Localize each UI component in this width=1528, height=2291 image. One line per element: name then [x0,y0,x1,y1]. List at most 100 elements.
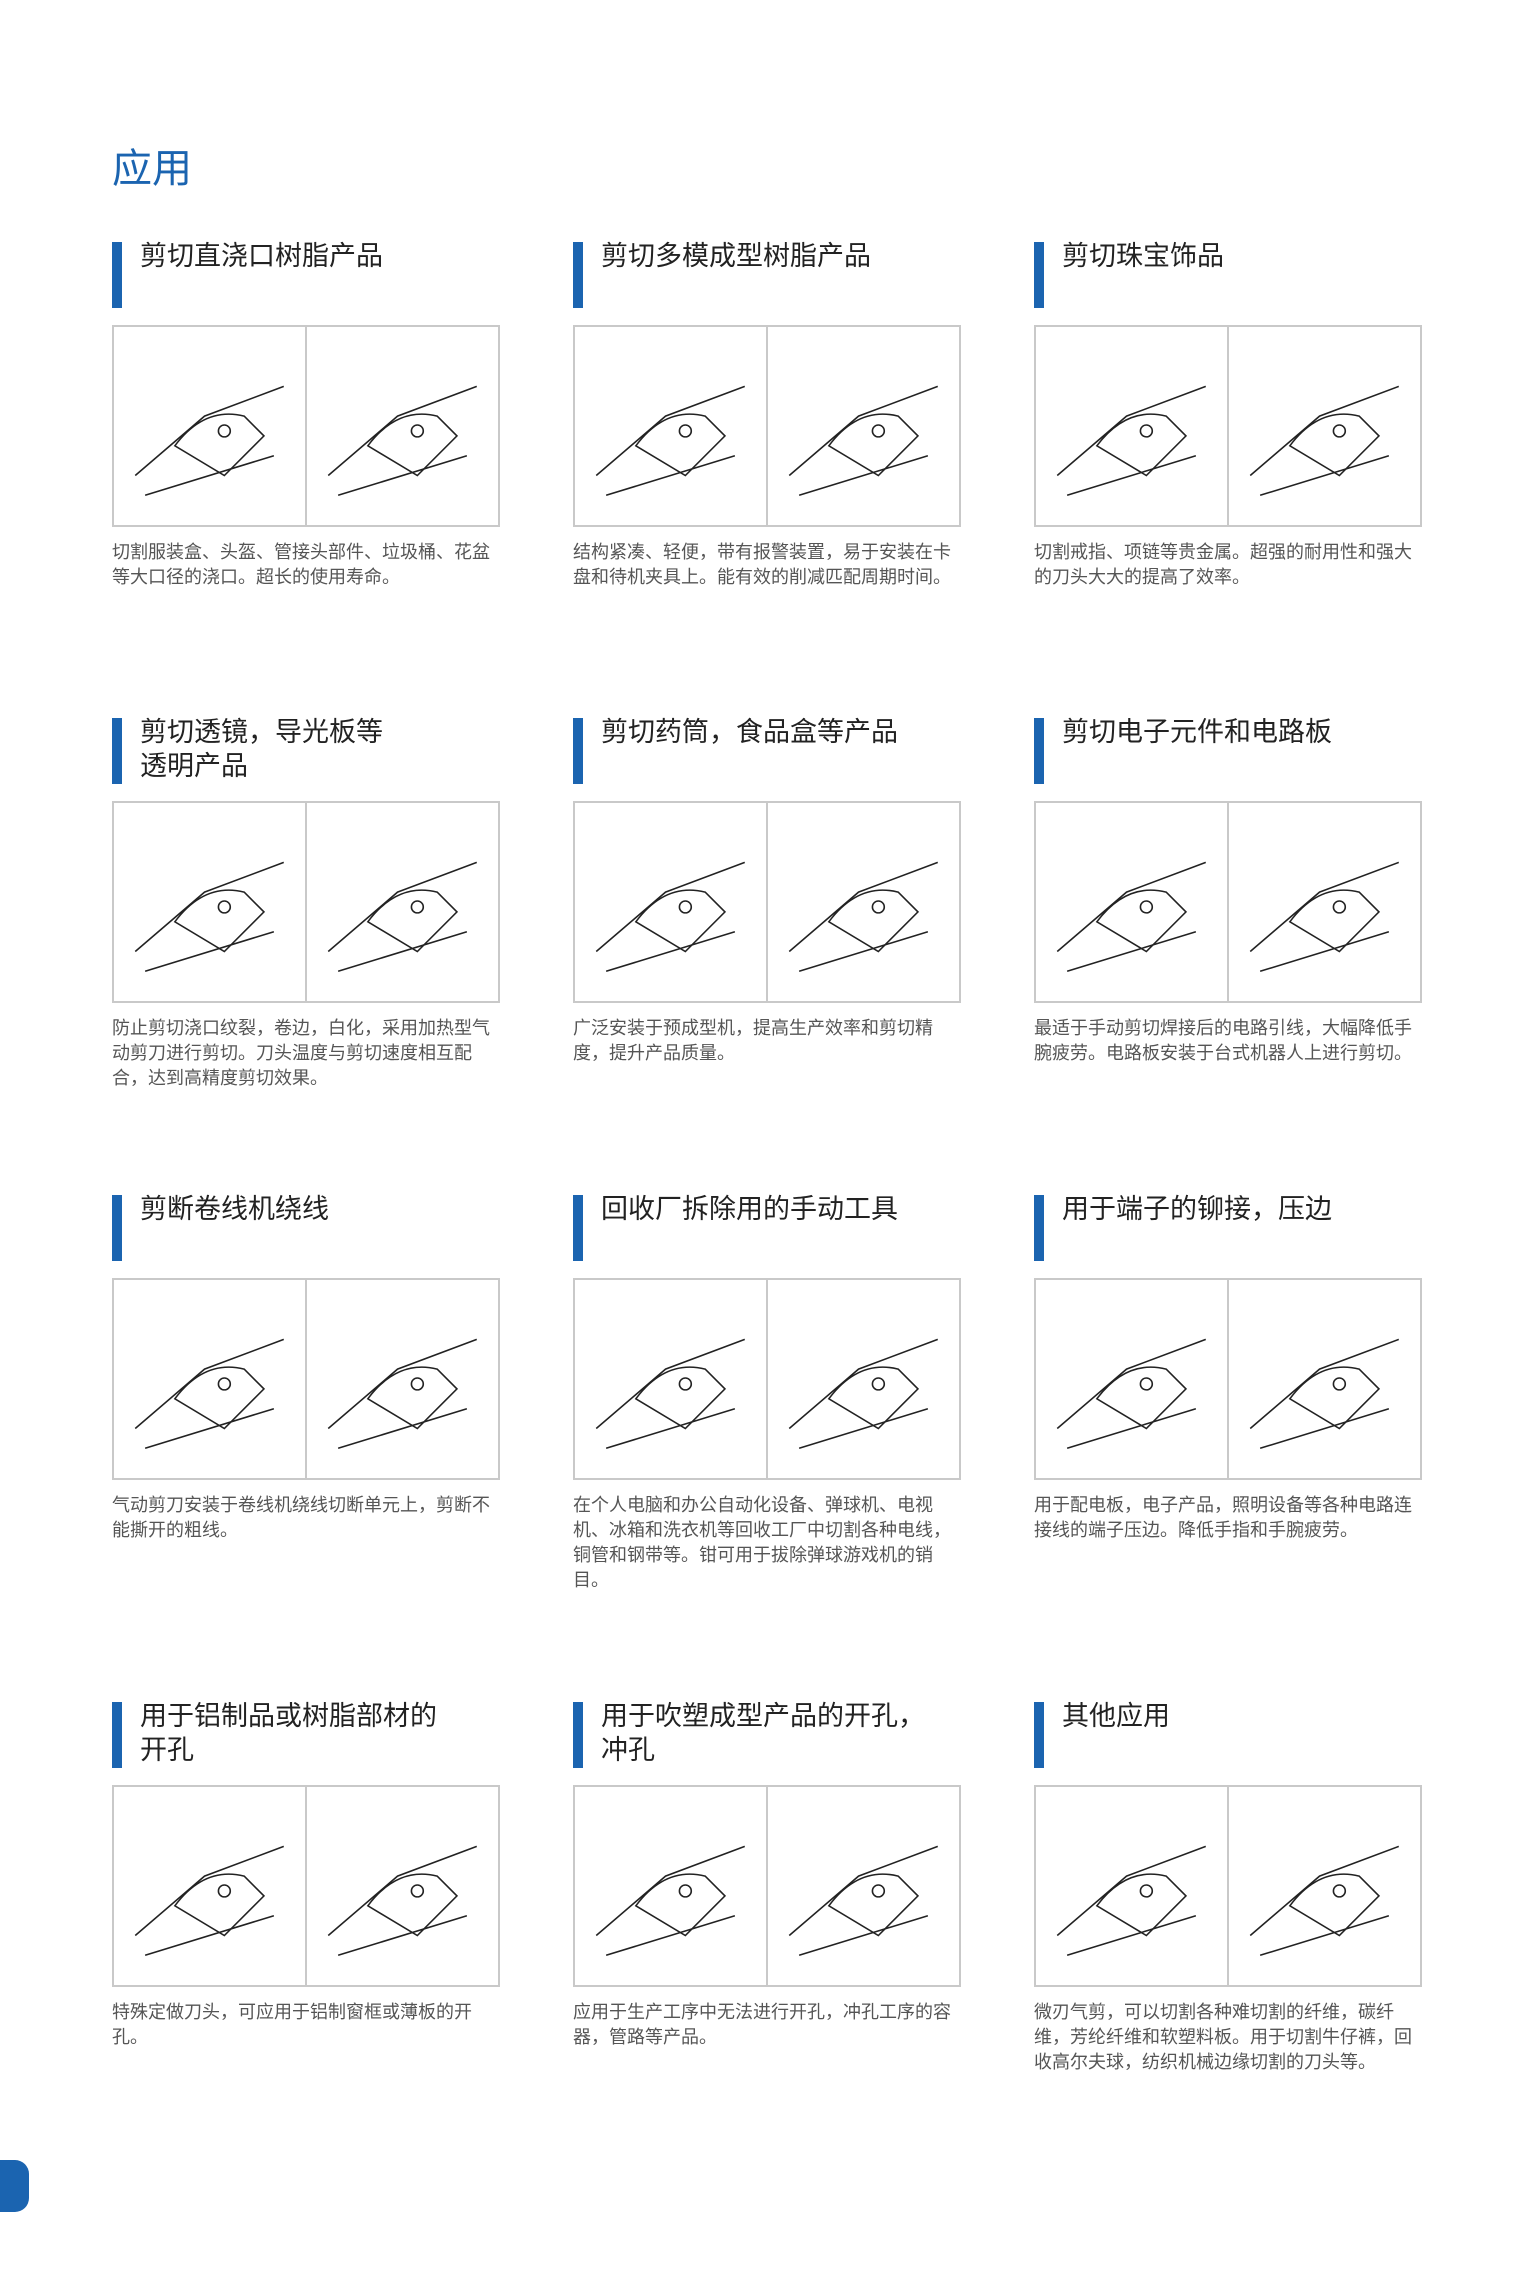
illustration-left [1036,1787,1227,1985]
illustration-sketch [1056,1845,1207,1957]
page-tab-marker [0,2160,29,2212]
application-card: 用于铝制品或树脂部材的 开孔 特殊定做刀头，可应用于铝制窗框或薄板的开孔。 [112,1700,500,2048]
card-description: 防止剪切浇口纹裂，卷边，白化，采用加热型气动剪刀进行剪切。刀头温度与剪切速度相互… [112,1018,490,1089]
illustration-sketch [1249,385,1400,497]
card-illustrations [573,1278,961,1480]
illustration-left [575,327,766,525]
illustration-right [1227,1280,1420,1478]
illustration-left [1036,1280,1227,1478]
card-title: 剪切珠宝饰品 [1062,241,1224,272]
illustration-sketch [327,861,478,973]
accent-bar [573,1195,583,1261]
card-description: 切割服装盒、头盔、管接头部件、垃圾桶、花盆等大口径的浇口。超长的使用寿命。 [112,542,490,588]
illustration-right [1227,803,1420,1001]
card-description: 应用于生产工序中无法进行开孔，冲孔工序的容器，管路等产品。 [573,2002,951,2048]
illustration-sketch [1056,385,1207,497]
illustration-sketch [595,861,746,973]
card-header: 剪切多模成型树脂产品 [573,240,961,308]
illustration-sketch [1056,1338,1207,1450]
accent-bar [1034,718,1044,784]
card-header: 剪切直浇口树脂产品 [112,240,500,308]
card-description: 最适于手动剪切焊接后的电路引线，大幅降低手腕疲劳。电路板安装于台式机器人上进行剪… [1034,1018,1412,1064]
card-description: 广泛安装于预成型机，提高生产效率和剪切精度，提升产品质量。 [573,1018,933,1064]
illustration-left [575,803,766,1001]
illustration-right [305,1280,498,1478]
illustration-right [766,1280,959,1478]
illustration-right [1227,1787,1420,1985]
illustration-left [1036,327,1227,525]
illustration-sketch [788,1338,939,1450]
card-description: 气动剪刀安装于卷线机绕线切断单元上，剪断不能撕开的粗线。 [112,1495,490,1541]
illustration-right [1227,327,1420,525]
illustration-left [575,1787,766,1985]
card-illustrations [573,1785,961,1987]
illustration-left [114,1787,305,1985]
illustration-right [766,1787,959,1985]
card-header: 其他应用 [1034,1700,1422,1768]
card-header: 回收厂拆除用的手动工具 [573,1193,961,1261]
card-illustrations [1034,325,1422,527]
accent-bar [1034,1702,1044,1768]
card-title: 剪断卷线机绕线 [140,1194,329,1225]
card-description: 微刃气剪，可以切割各种难切割的纤维，碳纤维，芳纶纤维和软塑料板。用于切割牛仔裤，… [1034,2002,1412,2073]
illustration-sketch [327,385,478,497]
card-title: 剪切直浇口树脂产品 [140,241,383,272]
card-illustrations [112,1278,500,1480]
application-card: 剪切珠宝饰品 切割戒指、项链等贵金属。超强的耐用性和强大的刀头大大的提高了效率。 [1034,240,1422,588]
card-header: 剪切电子元件和电路板 [1034,716,1422,784]
card-header: 剪切透镜，导光板等 透明产品 [112,716,500,784]
page-title: 应用 [112,146,192,192]
illustration-sketch [134,861,285,973]
card-description: 在个人电脑和办公自动化设备、弹球机、电视机、冰箱和洗衣机等回收工厂中切割各种电线… [573,1495,951,1591]
card-header: 剪切药筒，食品盒等产品 [573,716,961,784]
card-description: 用于配电板，电子产品，照明设备等各种电路连接线的端子压边。降低手指和手腕疲劳。 [1034,1495,1412,1541]
illustration-sketch [788,861,939,973]
illustration-sketch [1056,861,1207,973]
application-card: 回收厂拆除用的手动工具 在个人电脑和办公自动化设备、弹球机、电视机、冰箱和洗衣机… [573,1193,961,1591]
illustration-left [575,1280,766,1478]
application-card: 剪切多模成型树脂产品 结构紧凑、轻便，带有报警装置，易于安装在卡盘和待机夹具上。… [573,240,961,588]
illustration-left [114,327,305,525]
card-illustrations [1034,801,1422,1003]
illustration-sketch [788,385,939,497]
application-card: 剪切透镜，导光板等 透明产品 防止剪切浇口纹裂，卷边，白化，采用加热型气动剪刀进… [112,716,500,1089]
card-illustrations [1034,1785,1422,1987]
illustration-sketch [134,1845,285,1957]
illustration-right [766,327,959,525]
illustration-left [114,803,305,1001]
card-description: 结构紧凑、轻便，带有报警装置，易于安装在卡盘和待机夹具上。能有效的削减匹配周期时… [573,542,951,588]
illustration-sketch [327,1845,478,1957]
application-card: 用于吹塑成型产品的开孔， 冲孔 应用于生产工序中无法进行开孔，冲孔工序的容器，管… [573,1700,961,2048]
illustration-left [1036,803,1227,1001]
card-header: 用于端子的铆接，压边 [1034,1193,1422,1261]
card-header: 用于铝制品或树脂部材的 开孔 [112,1700,500,1768]
illustration-sketch [1249,1845,1400,1957]
application-card: 剪切药筒，食品盒等产品 广泛安装于预成型机，提高生产效率和剪切精度，提升产品质量… [573,716,961,1064]
application-card: 剪切电子元件和电路板 最适于手动剪切焊接后的电路引线，大幅降低手腕疲劳。电路板安… [1034,716,1422,1064]
card-illustrations [573,325,961,527]
illustration-sketch [595,1338,746,1450]
card-illustrations [112,1785,500,1987]
illustration-sketch [595,385,746,497]
illustration-sketch [595,1845,746,1957]
card-title: 用于吹塑成型产品的开孔， 冲孔 [601,1701,925,1766]
illustration-right [766,803,959,1001]
card-title: 用于铝制品或树脂部材的 开孔 [140,1701,437,1766]
illustration-sketch [1249,861,1400,973]
card-title: 其他应用 [1062,1701,1170,1732]
card-illustrations [573,801,961,1003]
card-header: 剪断卷线机绕线 [112,1193,500,1261]
card-title: 剪切电子元件和电路板 [1062,717,1332,748]
card-title: 用于端子的铆接，压边 [1062,1194,1332,1225]
application-card: 剪切直浇口树脂产品 切割服装盒、头盔、管接头部件、垃圾桶、花盆等大口径的浇口。超… [112,240,500,588]
illustration-sketch [1249,1338,1400,1450]
card-description: 切割戒指、项链等贵金属。超强的耐用性和强大的刀头大大的提高了效率。 [1034,542,1412,588]
accent-bar [112,242,122,308]
application-card: 其他应用 微刃气剪，可以切割各种难切割的纤维，碳纤维，芳纶纤维和软塑料板。用于切… [1034,1700,1422,2073]
card-title: 剪切药筒，食品盒等产品 [601,717,898,748]
card-header: 剪切珠宝饰品 [1034,240,1422,308]
illustration-sketch [788,1845,939,1957]
application-card: 用于端子的铆接，压边 用于配电板，电子产品，照明设备等各种电路连接线的端子压边。… [1034,1193,1422,1541]
illustration-left [114,1280,305,1478]
accent-bar [573,1702,583,1768]
